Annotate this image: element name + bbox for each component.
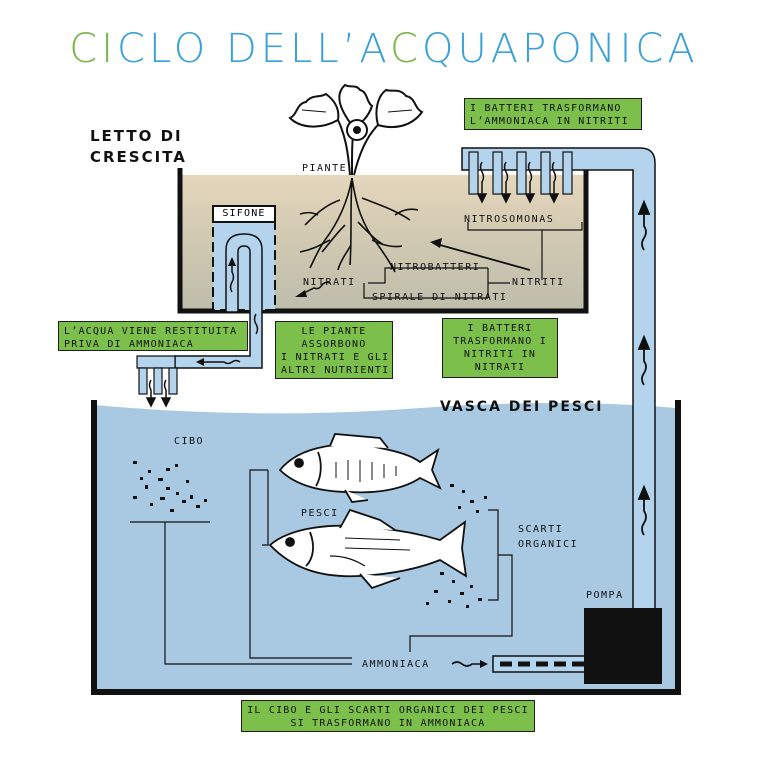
fish-label: PESCI <box>301 508 339 519</box>
title-part: CLO DELL’A <box>117 26 391 72</box>
organic-waste-label-line: ORGANICI <box>518 539 579 550</box>
food-pellets <box>133 461 207 512</box>
page-title: CICLO DELL’ACQUAPONICA <box>0 26 768 72</box>
callout-line: I BATTERI <box>467 323 533 334</box>
outlet-flow-arrows <box>476 161 560 204</box>
callout-line: ALTRI NUTRIENTI <box>281 365 390 376</box>
grow-bed-label: LETTO DI CRESCITA <box>90 126 187 168</box>
tank-return-pipe <box>136 355 176 369</box>
callout-line: TRASFORMANO I <box>453 336 547 347</box>
callout-line: L’AMMONIACA IN NITRITI <box>470 116 629 127</box>
grow-bed-label-line: CRESCITA <box>90 148 187 166</box>
siphon-down-arrow <box>253 313 259 335</box>
title-part: CI <box>69 26 118 72</box>
siphon-up-arrow <box>229 264 235 293</box>
plants-label: PIANTE <box>302 163 348 174</box>
pump-return-pipe <box>461 147 656 611</box>
callout-food-waste: IL CIBO E GLI SCARTI ORGANICI DEI PESCI … <box>241 700 535 732</box>
pipe-outlets <box>468 151 573 195</box>
ammonia-source-lines <box>130 469 513 665</box>
callout-line: NITRITI IN <box>463 349 537 360</box>
title-part: C <box>390 26 422 72</box>
plant-roots <box>299 177 419 273</box>
callout-line: LE PIANTE <box>301 326 367 337</box>
pump-flow-arrows <box>637 199 651 536</box>
pump <box>584 608 662 684</box>
nitrobacter-label: NITROBATTERI <box>390 262 481 273</box>
callout-bacteria-nitrates: I BATTERI TRASFORMANO I NITRITI IN NITRA… <box>442 318 558 378</box>
nitrates-label: NITRATI <box>303 277 356 288</box>
callout-line: I BATTERI TRASFORMANO <box>470 103 622 114</box>
fish-lower <box>268 508 468 590</box>
fish-upper <box>278 433 442 503</box>
organic-waste-label: SCARTI ORGANICI <box>518 522 578 552</box>
callout-line: NITRATI <box>474 362 526 373</box>
callout-line: PRIVA DI AMMONIACA <box>64 339 194 350</box>
callout-bacteria-nitrites: I BATTERI TRASFORMANO L’AMMONIACA IN NIT… <box>464 98 642 130</box>
nitrogen-cycle-lines <box>363 222 583 299</box>
callout-line: I NITRATI E GLI <box>281 352 390 363</box>
return-flow-arrow <box>202 359 241 365</box>
ammonia-arrow <box>451 661 482 667</box>
nitrites-arrow <box>439 244 531 271</box>
fish-tank-walls <box>91 400 681 695</box>
callout-water-returned: L’ACQUA VIENE RESTITUITA PRIVA DI AMMONI… <box>58 321 248 351</box>
pump-label: POMPA <box>586 590 624 601</box>
grow-bed-walls <box>177 168 589 314</box>
nitrates-arrow <box>301 281 331 295</box>
title-part: QUAPONICA <box>421 26 699 72</box>
callout-line: IL CIBO E GLI SCARTI ORGANICI DEI PESCI <box>247 705 529 716</box>
callout-line: L’ACQUA VIENE RESTITUITA <box>64 326 238 337</box>
tank-inlet-tubes <box>138 367 178 395</box>
siphon-label: SIFONE <box>212 205 276 223</box>
grow-bed-label-line: LETTO DI <box>90 127 183 145</box>
nitrites-label: NITRITI <box>512 277 565 288</box>
callout-line: ASSORBONO <box>301 339 367 350</box>
ammonia-label: AMMONIACA <box>362 659 430 670</box>
organic-waste-label-line: SCARTI <box>518 524 564 535</box>
organic-waste-pellets <box>426 484 487 608</box>
food-label: CIBO <box>174 436 205 447</box>
nitrosomonas-label: NITROSOMONAS <box>464 214 555 225</box>
tank-inlet-arrows <box>145 379 172 408</box>
callout-plants-absorb: LE PIANTE ASSORBONO I NITRATI E GLI ALTR… <box>275 321 393 379</box>
callout-line: SI TRASFORMANO IN AMMONIACA <box>290 718 486 729</box>
nitrate-spiral-label: SPIRALE DI NITRATI <box>372 292 508 303</box>
plant-illustration <box>288 83 424 176</box>
fish-tank-label: VASCA DEI PESCI <box>440 399 604 415</box>
